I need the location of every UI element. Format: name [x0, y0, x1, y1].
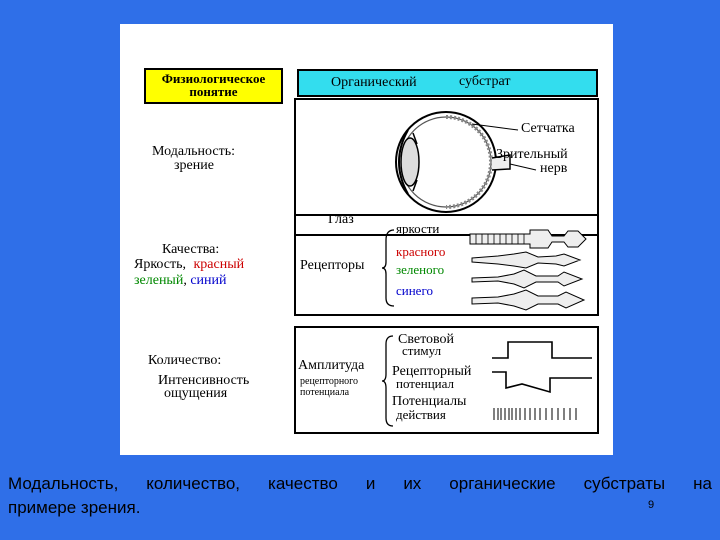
page-number: 9: [648, 499, 655, 511]
quality-comma: ,: [183, 273, 187, 288]
substrate-header-box: Органический субстрат: [297, 69, 598, 97]
signals-bracket: [382, 335, 394, 427]
receptor-potential-line2: потенциал: [396, 376, 454, 391]
substrate-header-word2: субстрат: [459, 74, 511, 89]
concept-header-box: Физиологическое понятие: [144, 68, 283, 104]
cone-cells: [471, 251, 586, 311]
amplitude-sub2: потенциала: [300, 387, 350, 398]
stimulus-label-line2: стимул: [402, 343, 442, 358]
signals-box: Амплитуда рецепторного потенциала Светов…: [294, 326, 599, 434]
qualities-line2: Яркость, красный: [134, 257, 244, 272]
slide-caption: Модальность, количество, качество и их о…: [8, 472, 712, 520]
receptor-brightness: яркости: [396, 221, 440, 236]
quality-blue: синий: [190, 273, 227, 288]
caption-line2: примере зрения.: [8, 498, 141, 517]
receptor-blue: синего: [396, 283, 433, 298]
photoreceptor-cells: [469, 229, 587, 311]
receptor-green: зеленого: [396, 262, 445, 277]
receptor-potential-trace: [492, 371, 592, 394]
retina-label: Сетчатка: [521, 121, 575, 136]
substrate-header-word1: Органический: [331, 75, 417, 90]
eye-illustration: [395, 111, 537, 213]
quantity-label: Количество:: [148, 353, 222, 368]
eye-box: Сетчатка Зрительный нерв Глаз: [294, 98, 599, 236]
receptors-box: Рецепторы яркости красного зеленого сине…: [294, 214, 599, 316]
quality-red: красный: [193, 257, 245, 272]
optic-nerve-label-line2: нерв: [540, 161, 568, 176]
amplitude-sub1: рецепторного: [300, 376, 359, 387]
caption-line1: Модальность, количество, качество и их о…: [8, 474, 712, 493]
stimulus-trace: [492, 341, 592, 359]
stimulus-label-line1: Световой: [398, 332, 455, 347]
action-potentials-line2: действия: [396, 407, 446, 422]
receptors-label: Рецепторы: [300, 258, 365, 273]
receptors-bracket: [382, 229, 395, 307]
qualities-label: Качества:: [162, 242, 220, 257]
concept-header-line2: понятие: [189, 84, 238, 99]
action-potentials-line1: Потенциалы: [392, 394, 467, 409]
qualities-line3: зеленый, синий: [134, 273, 227, 288]
action-potential-spikes: [493, 408, 577, 420]
rod-cell: [469, 229, 587, 249]
modality-value: зрение: [174, 158, 214, 173]
diagram-panel: Физиологическое понятие Органический суб…: [120, 24, 613, 455]
amplitude-label: Амплитуда: [298, 358, 365, 373]
optic-nerve-label-line1: Зрительный: [496, 147, 568, 162]
quantity-line2: Интенсивность: [158, 373, 250, 388]
concept-header-line1: Физиологическое: [161, 71, 266, 86]
quality-green: зеленый: [134, 273, 184, 288]
quantity-line3: ощущения: [164, 386, 228, 401]
quality-brightness: Яркость,: [134, 257, 186, 272]
signal-traces: [492, 341, 592, 420]
receptor-red: красного: [396, 244, 446, 259]
modality-label: Модальность:: [152, 144, 235, 159]
receptor-potential-line1: Рецепторный: [392, 364, 472, 379]
